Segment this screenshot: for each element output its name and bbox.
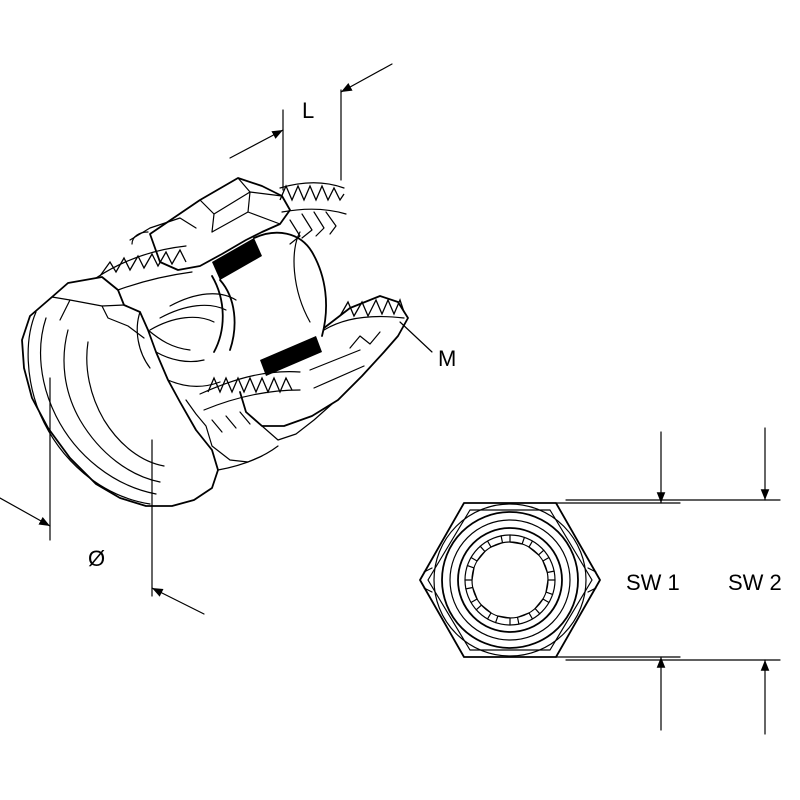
outer-hexagon	[419, 502, 601, 658]
wrench-size-2-label: SW 2	[728, 570, 782, 595]
gland-cutaway-view	[21, 177, 409, 507]
thread-lower-middle	[207, 376, 293, 394]
dimension-diameter: Ø	[0, 377, 205, 615]
dimension-thread: M	[399, 321, 456, 371]
cap-nut-outline	[21, 276, 219, 507]
inner-hexagon	[427, 509, 593, 651]
clamp-fingers	[464, 534, 556, 626]
thread-lower-right	[339, 298, 405, 318]
length-label: L	[302, 98, 314, 123]
inner-sleeve	[211, 231, 327, 353]
thread-upper-right	[279, 184, 345, 202]
hex-front-view	[419, 502, 601, 658]
wrench-size-1-label: SW 1	[626, 570, 680, 595]
dimension-length: L	[229, 63, 393, 191]
bore-ring-outer	[441, 511, 579, 649]
diameter-label: Ø	[88, 546, 105, 571]
bore-opening	[471, 541, 549, 619]
thread-label: M	[438, 346, 456, 371]
seal-insert-lower	[260, 336, 322, 376]
dimension-wrench-sizes: SW 1 SW 2	[555, 427, 782, 735]
seal-insert-upper	[212, 238, 262, 280]
body-hex-lower	[239, 295, 409, 427]
body-hex-upper	[149, 177, 291, 271]
thread-upper-left	[99, 248, 187, 277]
